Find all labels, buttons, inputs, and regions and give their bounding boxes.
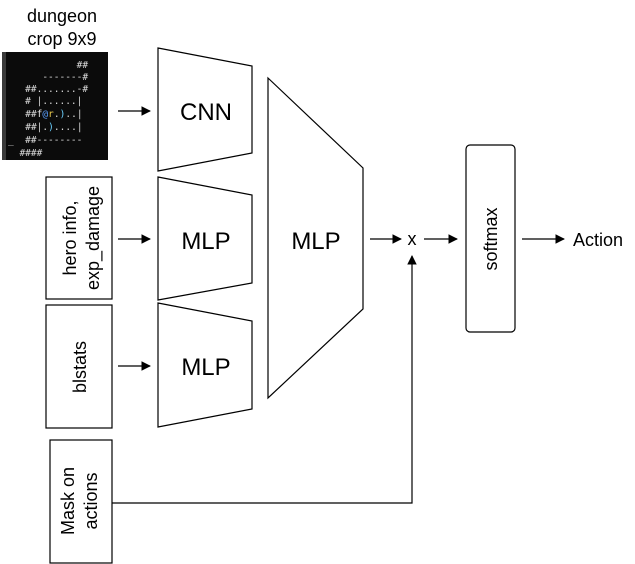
core-mlp-label: MLP [291, 228, 340, 255]
dungeon-row: ## [8, 60, 88, 71]
mlp-blstats-encoder [157, 302, 253, 428]
dungeon-row: #### [8, 148, 43, 159]
blstats-box [45, 304, 113, 429]
mask-box [49, 439, 113, 564]
blstats-label: blstats [70, 341, 90, 393]
cnn-encoder [157, 47, 253, 172]
hero-info-line1: hero info, [60, 200, 80, 275]
dungeon-row: -------# [8, 72, 88, 83]
dungeon-row: _ ##-------- [8, 135, 82, 146]
dungeon-row: ##f@r.)..| [8, 109, 83, 120]
dungeon-row: # |......| [8, 96, 82, 107]
softmax-box [465, 144, 516, 333]
action-label: Action [573, 230, 623, 250]
hero-info-box [45, 176, 113, 300]
mask-line1: Mask on [58, 467, 78, 535]
mlp-hero-label: MLP [181, 228, 230, 255]
core-mlp [267, 76, 364, 400]
multiply-symbol: x [408, 229, 417, 249]
dungeon-row: ##.......-# [8, 84, 88, 95]
mlp-blstats-label: MLP [181, 354, 230, 381]
cnn-label: CNN [180, 99, 232, 126]
dungeon-crop-image: ## -------# ##.......-# # |......| ##f@r… [2, 52, 108, 160]
softmax-label: softmax [481, 207, 501, 270]
dungeon-row: ##|.)....| [8, 122, 83, 133]
mask-line2: actions [81, 472, 101, 529]
arrow-mask-to-multiply [112, 255, 417, 504]
hero-info-line2: exp_damage [83, 186, 104, 290]
dungeon-label-line1: dungeon [27, 6, 97, 26]
dungeon-label-line2: crop 9x9 [27, 29, 96, 49]
mlp-hero-encoder [157, 176, 253, 301]
